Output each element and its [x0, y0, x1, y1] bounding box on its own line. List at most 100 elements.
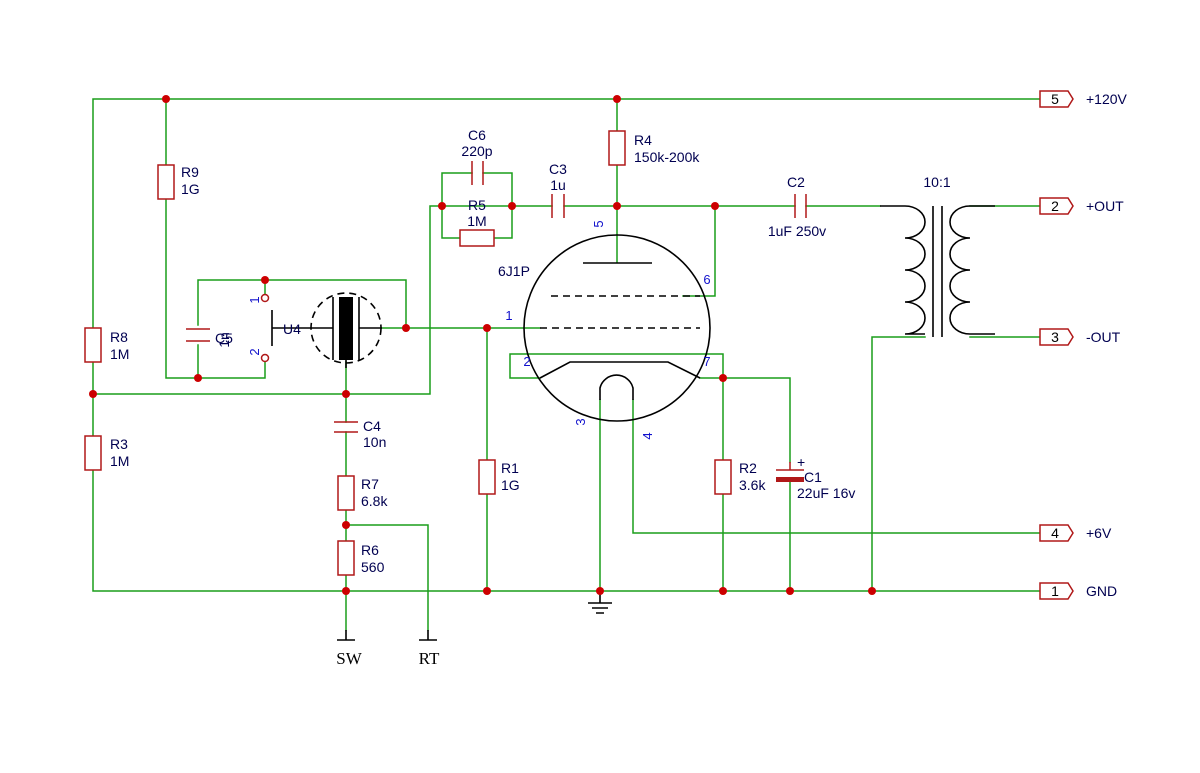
r5-ref: R5 — [468, 197, 486, 213]
r2-value: 3.6k — [739, 477, 766, 493]
r4-value: 150k-200k — [634, 149, 700, 165]
connector-pin-1-number: 1 — [1051, 583, 1059, 599]
tube-pin-6: 6 — [703, 272, 710, 287]
connector-label-out-plus: +OUT — [1086, 198, 1124, 214]
junction-dot — [508, 202, 516, 210]
junction-dot — [483, 587, 491, 595]
wire-r9 — [165, 98, 199, 379]
c1-polarity: + — [797, 454, 805, 470]
resistor-r3 — [84, 435, 102, 471]
connector-pin-2-number: 2 — [1051, 198, 1059, 214]
resistor-r5 — [459, 229, 495, 247]
resistor-r1 — [478, 459, 496, 495]
c6-value: 220p — [461, 143, 492, 159]
connector-pin-3-box — [1039, 328, 1074, 346]
r3-ref: R3 — [110, 436, 128, 452]
c2-ref: C2 — [787, 174, 805, 190]
junction-dot — [483, 324, 491, 332]
transformer — [880, 205, 995, 337]
tube-cathode — [539, 361, 701, 379]
u4-plates — [308, 297, 382, 368]
r8-value: 1M — [110, 346, 129, 362]
junction-dot — [719, 587, 727, 595]
connector-label-out-minus: -OUT — [1086, 329, 1121, 345]
capacitor-c6 — [471, 161, 484, 185]
wire-c5-loop — [197, 279, 407, 379]
c2-value: 1uF 250v — [768, 223, 826, 239]
r9-ref: R9 — [181, 164, 199, 180]
tube-type: 6J1P — [498, 263, 530, 279]
connector: 5 2 3 4 1 +120V +OUT -OUT +6V GND — [1039, 90, 1128, 600]
junction-dot — [613, 202, 621, 210]
r8-ref: R8 — [110, 329, 128, 345]
r5-value: 1M — [467, 213, 486, 229]
junction-dot — [89, 390, 97, 398]
tube-6j1p — [523, 234, 711, 422]
wire-c6-r5 — [441, 172, 513, 239]
c1-ref: C1 — [804, 469, 822, 485]
c5-ref: C5 — [215, 330, 233, 346]
net-label-rt: RT — [419, 649, 440, 668]
c4-ref: C4 — [363, 418, 381, 434]
wire-c3-plate — [511, 205, 881, 263]
resistor-r6 — [337, 540, 355, 576]
tube-heater — [599, 374, 634, 400]
u4-pin2-marker — [260, 353, 270, 363]
connector-pin-5-box — [1039, 90, 1074, 108]
capacitor-c3 — [551, 194, 565, 218]
u4-pin1-marker — [260, 293, 270, 303]
c1-value: 22uF 16v — [797, 485, 855, 501]
terminal-sw — [337, 630, 355, 641]
wire-cathode — [509, 353, 791, 592]
junctions — [89, 95, 876, 595]
junction-dot — [596, 587, 604, 595]
transformer-core — [932, 206, 943, 337]
connector-pin-2-box — [1039, 197, 1074, 215]
r2-ref: R2 — [739, 460, 757, 476]
wire-gnd-rail — [92, 469, 1041, 592]
tube-pin-5: 5 — [591, 220, 606, 227]
resistor-r8 — [84, 327, 102, 363]
wire-r8-r3 — [92, 205, 513, 437]
junction-dot — [342, 390, 350, 398]
junction-dot — [868, 587, 876, 595]
resistor-r2 — [714, 459, 732, 495]
resistor-r7 — [337, 475, 355, 511]
r3-value: 1M — [110, 453, 129, 469]
wire-heater — [599, 399, 1041, 592]
wires — [92, 98, 1041, 631]
transformer-secondary — [949, 205, 995, 335]
transformer-primary — [880, 205, 926, 335]
connector-pin-5-number: 5 — [1051, 91, 1059, 107]
u4-contact — [271, 310, 308, 346]
labels: R9 1G R8 1M R3 1M C5 1n U4 1 2 C4 10n R7… — [110, 127, 951, 575]
junction-dot — [613, 95, 621, 103]
junction-dot — [402, 324, 410, 332]
resistor-r9 — [157, 164, 175, 200]
capacitor-c1-negative — [776, 477, 804, 482]
transformer-ratio: 10:1 — [923, 174, 950, 190]
u4-pin-1: 1 — [247, 296, 262, 303]
junction-dot — [261, 276, 269, 284]
r7-ref: R7 — [361, 476, 379, 492]
net-label-sw: SW — [336, 649, 362, 668]
c6-ref: C6 — [468, 127, 486, 143]
connector-pin-3-number: 3 — [1051, 329, 1059, 345]
terminal-rt — [419, 630, 437, 641]
capacitor-c5 — [186, 328, 210, 342]
capacitor-c2 — [794, 194, 807, 218]
junction-dot — [786, 587, 794, 595]
tube-pin-2: 2 — [523, 354, 530, 369]
junction-dot — [711, 202, 719, 210]
u4-pin-2: 2 — [247, 348, 262, 355]
capacitors — [186, 161, 807, 482]
r9-value: 1G — [181, 181, 200, 197]
u4-ref: U4 — [283, 321, 301, 337]
junction-dot — [162, 95, 170, 103]
c3-value: 1u — [550, 177, 566, 193]
u4 — [260, 292, 382, 368]
connector-label-120v: +120V — [1086, 91, 1128, 107]
wire-120v-rail — [92, 98, 1041, 329]
r6-ref: R6 — [361, 542, 379, 558]
r1-ref: R1 — [501, 460, 519, 476]
